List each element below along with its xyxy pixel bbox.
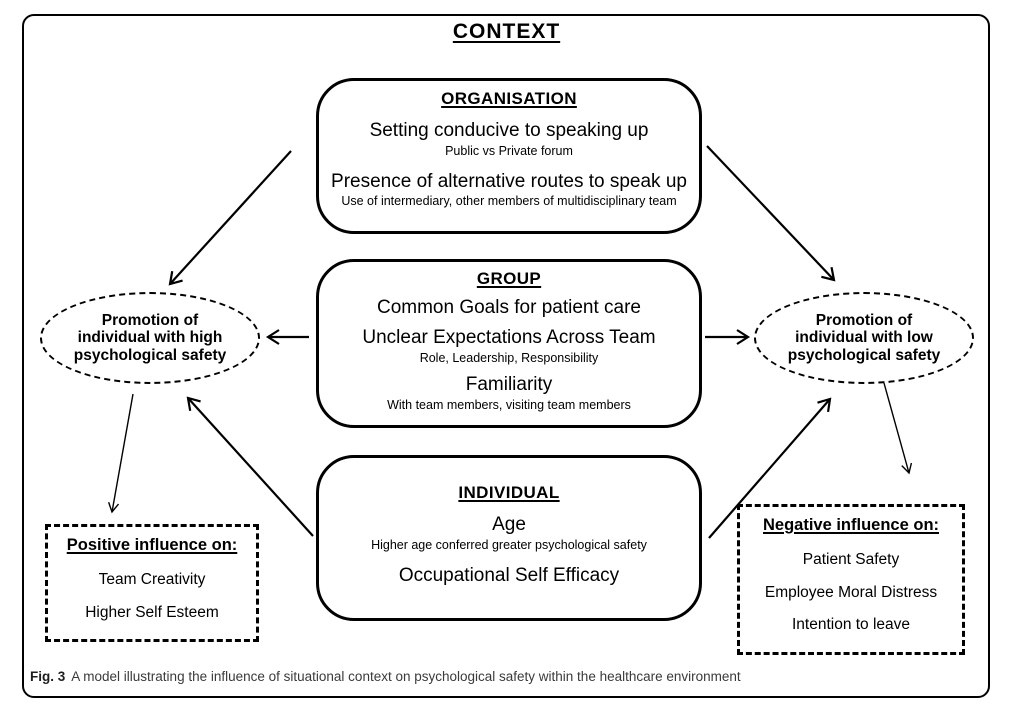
negative-influence-item: Intention to leave (791, 616, 911, 633)
individual-item-main: Occupational Self Efficacy (398, 564, 620, 586)
high-safety-line: psychological safety (73, 346, 227, 364)
high-safety-line: Promotion of (101, 311, 199, 329)
low-safety-line: individual with low (795, 329, 933, 347)
figure-caption-label: Fig. 3 (30, 669, 66, 684)
individual-heading: INDIVIDUAL (458, 483, 560, 502)
individual-item-sub: Higher age conferred greater psychologic… (371, 537, 647, 552)
positive-influence-item: Higher Self Esteem (85, 603, 219, 621)
group-item-main: Common Goals for patient care (376, 297, 641, 318)
group-box: GROUP Common Goals for patient care Uncl… (316, 259, 702, 428)
figure-caption: Fig. 3 A model illustrating the influence… (30, 669, 741, 684)
group-item-main: Familiarity (465, 374, 553, 396)
group-item-sub: Role, Leadership, Responsibility (419, 350, 599, 365)
positive-influence-item: Team Creativity (98, 571, 206, 588)
low-safety-label: Promotion of individual with low psychol… (788, 312, 940, 364)
organisation-item-sub: Use of intermediary, other members of mu… (341, 194, 677, 209)
organisation-item-main: Presence of alternative routes to speak … (331, 170, 687, 192)
organisation-item-main: Setting conducive to speaking up (369, 120, 649, 141)
organisation-item-sub: Public vs Private forum (445, 143, 573, 158)
positive-influence-box: Positive influence on: Team Creativity H… (45, 524, 259, 642)
high-safety-label: Promotion of individual with high psycho… (74, 312, 226, 364)
group-item-sub: With team members, visiting team members (387, 398, 631, 413)
high-safety-line: individual with high (77, 329, 223, 347)
individual-item-main: Age (492, 514, 526, 535)
low-safety-line: psychological safety (787, 346, 941, 364)
figure-caption-text: A model illustrating the influence of si… (71, 669, 741, 684)
low-psychological-safety-ellipse: Promotion of individual with low psychol… (754, 292, 974, 384)
figure-title-text: CONTEXT (452, 20, 561, 43)
negative-influence-item: Employee Moral Distress (764, 583, 938, 601)
high-psychological-safety-ellipse: Promotion of individual with high psycho… (40, 292, 260, 384)
positive-influence-heading: Positive influence on: (66, 536, 238, 554)
group-item-main: Unclear Expectations Across Team (362, 326, 656, 348)
individual-box: INDIVIDUAL Age Higher age conferred grea… (316, 455, 702, 621)
group-heading: GROUP (476, 269, 542, 288)
organisation-heading: ORGANISATION (441, 89, 577, 108)
figure-title: CONTEXT (0, 20, 1013, 44)
organisation-box: ORGANISATION Setting conducive to speaki… (316, 78, 702, 234)
negative-influence-item: Patient Safety (802, 551, 900, 568)
negative-influence-heading: Negative influence on: (762, 516, 940, 534)
low-safety-line: Promotion of (815, 311, 913, 329)
negative-influence-box: Negative influence on: Patient Safety Em… (737, 504, 965, 655)
